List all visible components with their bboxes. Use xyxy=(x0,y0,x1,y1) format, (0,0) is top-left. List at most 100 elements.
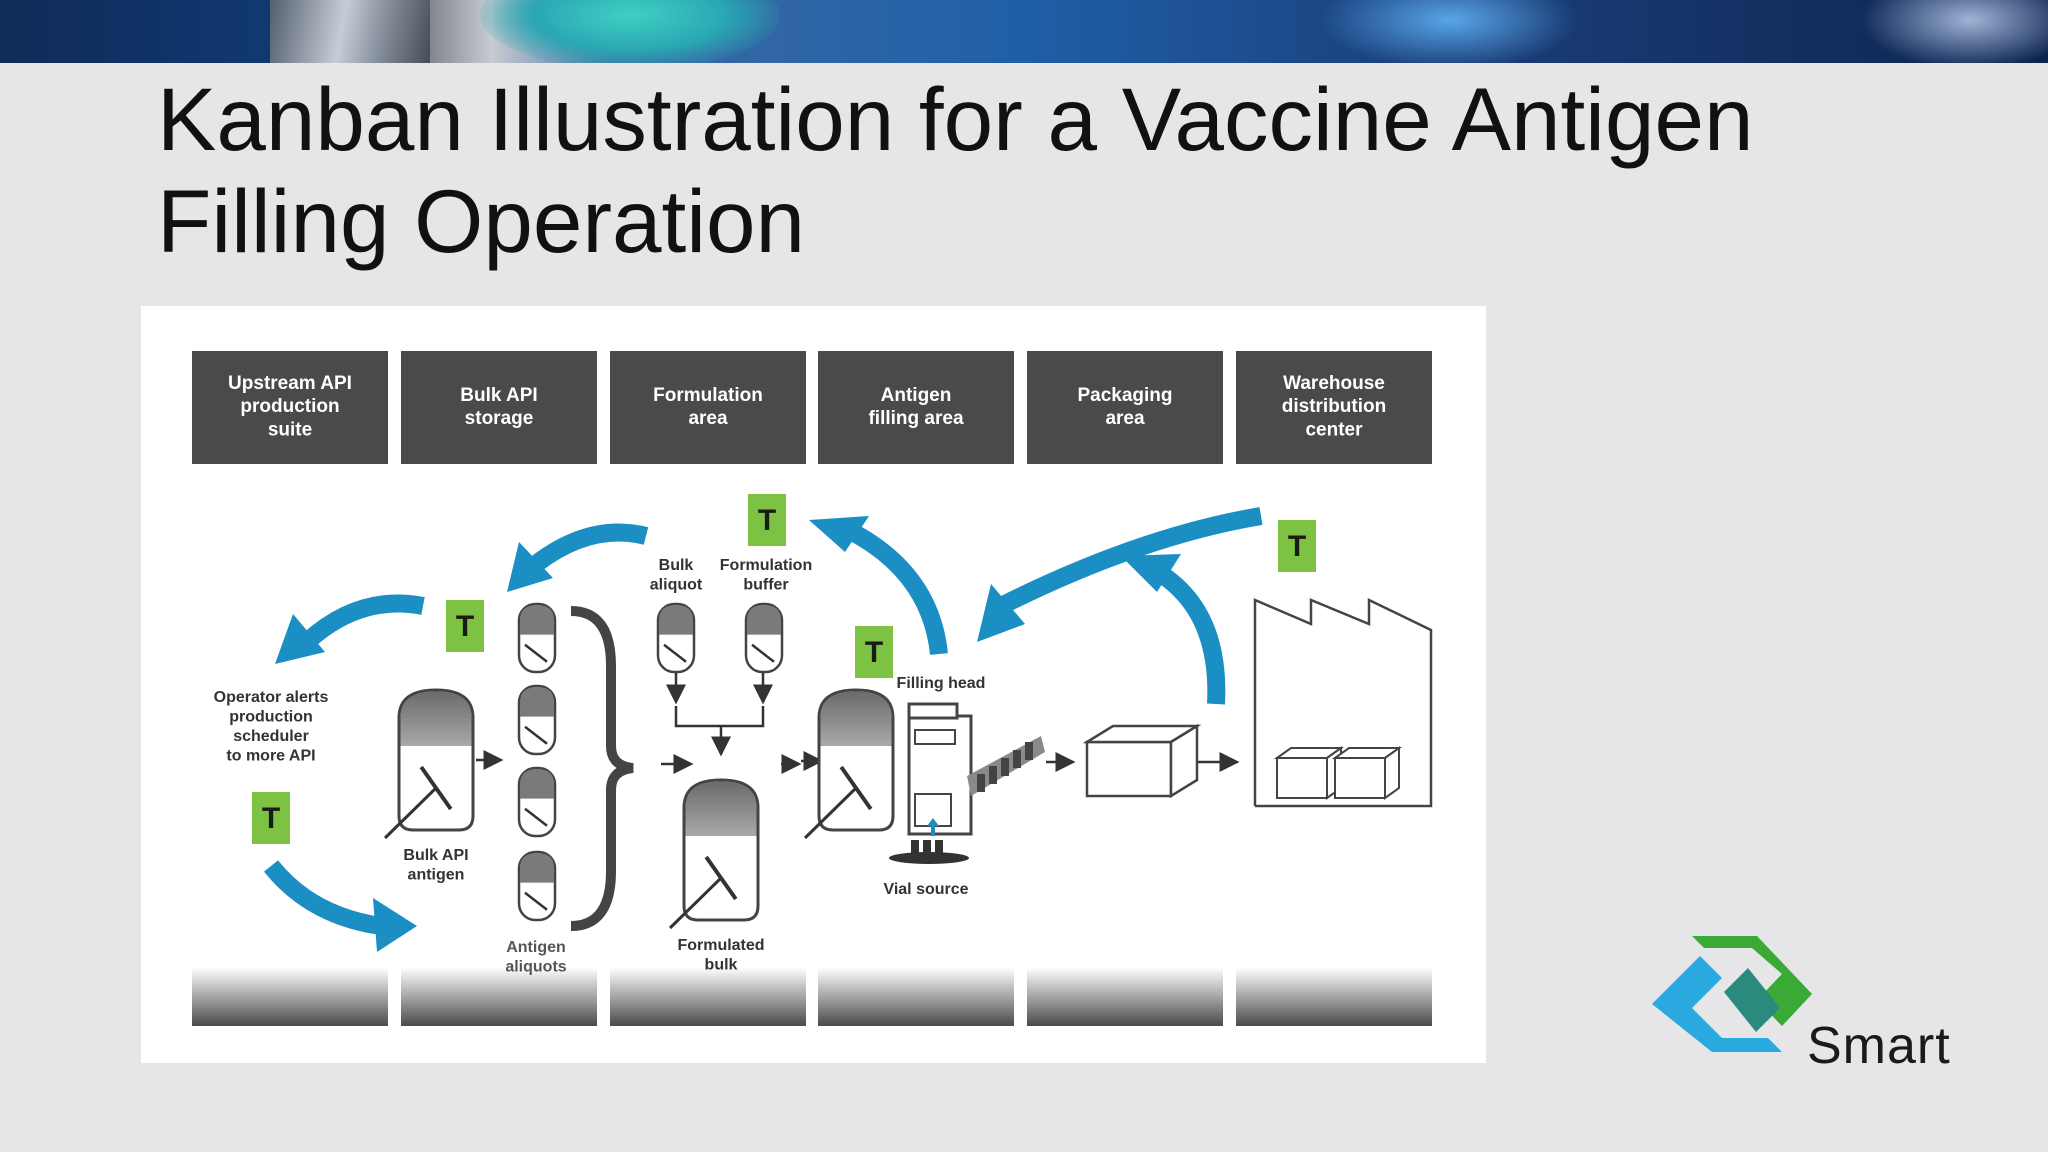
slide-title-line-2: Filling Operation xyxy=(157,171,806,271)
column-header-label-1-line: Upstream API xyxy=(228,373,352,394)
kanban-tag-label-3-line: T xyxy=(865,636,883,669)
column-header-5 xyxy=(1027,351,1223,464)
signal-arrow-filling-to-formulation xyxy=(809,516,948,656)
warehouse-building xyxy=(1253,598,1433,808)
flow-merge-line xyxy=(674,706,765,728)
kanban-tag-label-3: T xyxy=(865,636,883,669)
filling-machine-window xyxy=(914,729,956,745)
column-header-1 xyxy=(192,351,388,464)
label-filling-head-line: Filling head xyxy=(897,675,986,692)
slide-title: Kanban Illustration for a Vaccine Antige… xyxy=(157,68,1957,272)
filling-area-tank-liquid-top xyxy=(820,691,892,746)
logo-text: Smart xyxy=(1807,1017,1951,1075)
column-header-label-2-line: Bulk API xyxy=(460,385,537,406)
packaging-box xyxy=(1082,723,1202,799)
signal-arrow-warehouse-to-filling-head xyxy=(977,584,1025,642)
column-header-label-6-line: Warehouse xyxy=(1283,373,1385,394)
formulated-bulk-tank-liquid-top xyxy=(685,781,757,836)
antigen-aliquot-vial-2-stir xyxy=(524,725,548,745)
signal-arrow-storage-to-upstream xyxy=(275,594,425,664)
conveyor-vial-2 xyxy=(989,766,997,784)
antigen-aliquot-vial-4 xyxy=(517,850,557,922)
filling-area-tank-agitator-shaft xyxy=(803,786,858,840)
logo-blue-chevron xyxy=(1652,956,1782,1052)
column-fade-5 xyxy=(1027,896,1223,1026)
antigen-aliquot-vial-2 xyxy=(517,684,557,756)
vial-source-vial-2 xyxy=(923,840,931,854)
conveyor-vial-1 xyxy=(977,774,985,792)
signal-arrow-formulation-to-storage xyxy=(507,523,649,592)
antigen-aliquot-vial-1-fill xyxy=(520,605,554,635)
label-antigen-aliquots-line: Antigen xyxy=(506,939,566,956)
signal-arrow-formulation-to-storage-head xyxy=(507,542,553,592)
column-header-label-1-line: production xyxy=(240,396,339,417)
packaging-box-side xyxy=(1169,723,1199,799)
label-bulk-api-antigen-line: Bulk API xyxy=(403,847,468,864)
kanban-tag-3 xyxy=(855,626,893,678)
bulk-api-antigen-tank xyxy=(383,688,475,840)
kanban-tag-label-5: T xyxy=(262,802,280,835)
logo-teal-bar xyxy=(1724,968,1780,1032)
banner-metal-highlight xyxy=(270,0,430,63)
warehouse-box-side-2 xyxy=(1384,746,1400,800)
header-banner-image xyxy=(0,0,2048,63)
column-header-label-4-line: Antigen xyxy=(881,385,952,406)
antigen-aliquot-vial-4-fill xyxy=(520,853,554,883)
kanban-tag-label-4: T xyxy=(1288,530,1306,563)
column-header-label-2-line: storage xyxy=(465,408,534,429)
label-vial-source-line: Vial source xyxy=(883,881,968,898)
label-filling-head: Filling head xyxy=(897,675,986,692)
banner-blue-glow xyxy=(1320,0,1580,63)
process-equipment xyxy=(383,598,1433,931)
antigen-aliquot-vial-3 xyxy=(517,766,557,838)
signal-arrow-warehouse-to-filling-shaft xyxy=(996,507,1263,615)
kanban-tag-label-1: T xyxy=(456,610,474,643)
vial-source-vial-3 xyxy=(935,840,943,854)
column-header-label-6-line: distribution xyxy=(1282,396,1386,417)
banner-light-glow xyxy=(1860,0,2048,63)
label-operator-alerts-line: Operator alerts xyxy=(214,689,329,706)
formulation-buffer-vial-stir xyxy=(751,643,775,663)
column-backgrounds xyxy=(192,896,1432,1026)
kanban-tag-label-2-line: T xyxy=(758,504,776,537)
warehouse-box-front-1 xyxy=(1276,757,1328,799)
formulation-buffer-vial xyxy=(744,602,784,674)
antigen-aliquot-vial-3-fill xyxy=(520,769,554,799)
kanban-tag-label-1-line: T xyxy=(456,610,474,643)
signal-arrow-upstream-to-bulk xyxy=(263,860,417,952)
label-formulation-buffer-line: Formulation xyxy=(720,557,812,574)
warehouse-box-front-2 xyxy=(1334,757,1386,799)
signal-arrow-formulation-to-storage-shaft xyxy=(530,523,649,572)
column-header-label-5-line: Packaging xyxy=(1077,385,1172,406)
bulk-aliquot-vial-fill xyxy=(659,605,693,635)
antigen-aliquot-vial-1-stir xyxy=(524,643,548,663)
label-operator-alerts-line: production xyxy=(229,709,313,726)
packaging-box-front xyxy=(1085,740,1173,798)
conveyor-vial-4 xyxy=(1013,750,1021,768)
filling-machine xyxy=(889,702,1045,864)
column-header-label-5-line: area xyxy=(1105,408,1145,429)
column-header-3 xyxy=(610,351,806,464)
bulk-api-antigen-tank-agitator-shaft xyxy=(383,786,438,840)
signal-arrow-filling-to-formulation-shaft xyxy=(851,526,948,656)
signal-arrow-storage-to-upstream-head xyxy=(275,614,325,664)
antigen-aliquot-vial-3-stir xyxy=(524,807,548,827)
kanban-tag-label-4-line: T xyxy=(1288,530,1306,563)
bulk-api-antigen-tank-liquid-top xyxy=(400,691,472,746)
aliquot-grouping-brace xyxy=(570,606,634,931)
label-operator-alerts-line: to more API xyxy=(226,748,315,765)
slide-title-line-1: Kanban Illustration for a Vaccine Antige… xyxy=(157,69,1754,169)
kanban-signal-arrows xyxy=(263,507,1263,952)
vial-source-tray xyxy=(889,852,969,864)
signal-arrow-storage-to-upstream-shaft xyxy=(303,594,425,647)
label-operator-alerts-line: scheduler xyxy=(233,728,309,745)
logo-green-chevron xyxy=(1692,936,1812,1026)
vial-feed-arrow xyxy=(927,818,939,836)
label-bulk-aliquot-line: Bulk xyxy=(659,557,694,574)
